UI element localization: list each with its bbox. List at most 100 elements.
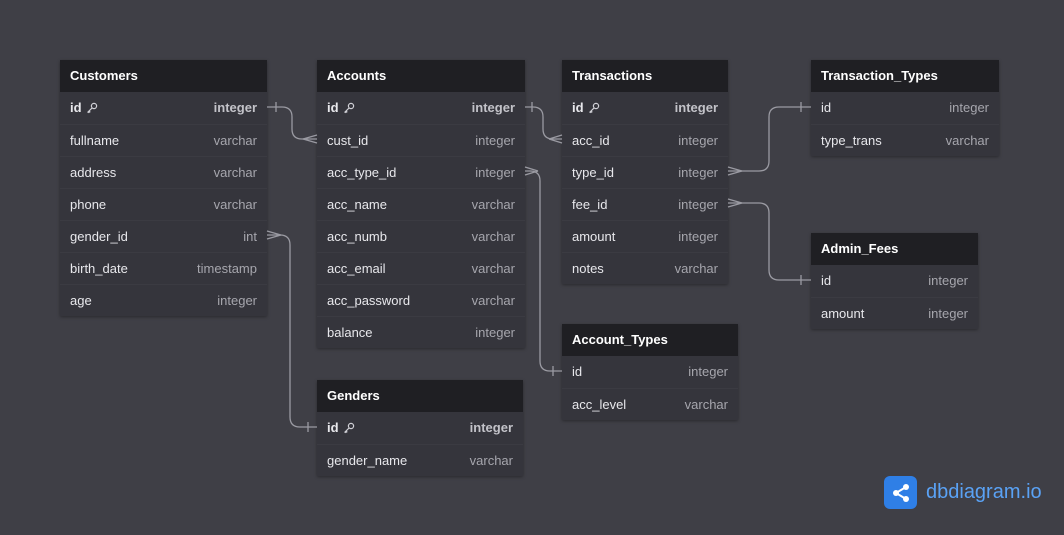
field-row[interactable]: fullname varchar bbox=[60, 124, 267, 156]
field-name: id bbox=[821, 92, 831, 124]
field-type: integer bbox=[217, 292, 257, 308]
field-name-text: id bbox=[327, 100, 339, 115]
field-row[interactable]: notes varchar bbox=[562, 252, 728, 284]
field-row[interactable]: id integer bbox=[562, 356, 738, 388]
field-name: fullname bbox=[70, 125, 119, 157]
field-name-text: address bbox=[70, 164, 117, 180]
field-type: timestamp bbox=[197, 260, 257, 276]
field-type: integer bbox=[475, 164, 515, 180]
field-type: varchar bbox=[213, 164, 257, 180]
field-row[interactable]: address varchar bbox=[60, 156, 267, 188]
field-name-text: id bbox=[572, 100, 584, 115]
field-name: gender_name bbox=[327, 445, 407, 477]
field-type: varchar bbox=[471, 260, 515, 276]
field-row[interactable]: fee_id integer bbox=[562, 188, 728, 220]
relation-accounttypes-accounts[interactable] bbox=[524, 166, 562, 376]
field-name-text: amount bbox=[821, 305, 865, 321]
relation-genders-customers[interactable] bbox=[266, 230, 317, 432]
field-row[interactable]: acc_name varchar bbox=[317, 188, 525, 220]
field-name: acc_type_id bbox=[327, 157, 396, 189]
field-name-text: id bbox=[70, 100, 82, 115]
field-type: integer bbox=[471, 100, 515, 115]
field-name-text: acc_password bbox=[327, 292, 411, 308]
field-name-text: id bbox=[327, 420, 339, 435]
field-name-text: fee_id bbox=[572, 196, 608, 212]
field-name-text: gender_id bbox=[70, 228, 128, 244]
table-header[interactable]: Genders bbox=[317, 380, 523, 412]
brand-name-main: dbdiagram bbox=[926, 481, 1021, 503]
field-type: integer bbox=[475, 132, 515, 148]
field-name: acc_name bbox=[327, 189, 387, 221]
field-name-text: cust_id bbox=[327, 132, 369, 148]
field-name-text: id bbox=[572, 364, 583, 379]
field-type: integer bbox=[688, 364, 728, 379]
field-type: varchar bbox=[471, 228, 515, 244]
field-type: varchar bbox=[471, 196, 515, 212]
field-name: cust_id bbox=[327, 125, 368, 157]
table-header[interactable]: Accounts bbox=[317, 60, 525, 92]
table-header[interactable]: Admin_Fees bbox=[811, 233, 978, 265]
field-name-text: type_id bbox=[572, 164, 614, 180]
field-type: varchar bbox=[213, 132, 257, 148]
relation-adminfees-transactions[interactable] bbox=[727, 198, 811, 285]
table-header[interactable]: Account_Types bbox=[562, 324, 738, 356]
field-name-text: id bbox=[821, 100, 832, 115]
dbdiagram-brand[interactable]: dbdiagram.io bbox=[884, 476, 1042, 509]
relation-accounts-transactions[interactable] bbox=[525, 102, 563, 144]
field-name: balance bbox=[327, 317, 373, 349]
field-name-text: type_trans bbox=[821, 132, 882, 148]
field-type: integer bbox=[678, 196, 718, 212]
field-name-text: balance bbox=[327, 324, 373, 340]
field-row[interactable]: cust_id integer bbox=[317, 124, 525, 156]
field-name-text: notes bbox=[572, 260, 604, 276]
field-name-text: fullname bbox=[70, 132, 120, 148]
field-name-text: acc_type_id bbox=[327, 164, 397, 180]
key-icon bbox=[343, 102, 354, 114]
field-name: acc_password bbox=[327, 285, 410, 317]
relation-transactiontypes-transactions[interactable] bbox=[727, 102, 811, 176]
field-name: id bbox=[70, 92, 98, 124]
field-type: integer bbox=[678, 228, 718, 244]
relation-customers-accounts[interactable] bbox=[267, 102, 318, 144]
table-header[interactable]: Transactions bbox=[562, 60, 728, 92]
field-type: varchar bbox=[674, 260, 718, 276]
field-name-text: acc_name bbox=[327, 196, 387, 212]
table-header[interactable]: Customers bbox=[60, 60, 267, 92]
table-header[interactable]: Transaction_Types bbox=[811, 60, 999, 92]
field-row[interactable]: acc_type_id integer bbox=[317, 156, 525, 188]
field-name: id bbox=[327, 412, 355, 444]
field-row[interactable]: id integer bbox=[317, 92, 525, 124]
